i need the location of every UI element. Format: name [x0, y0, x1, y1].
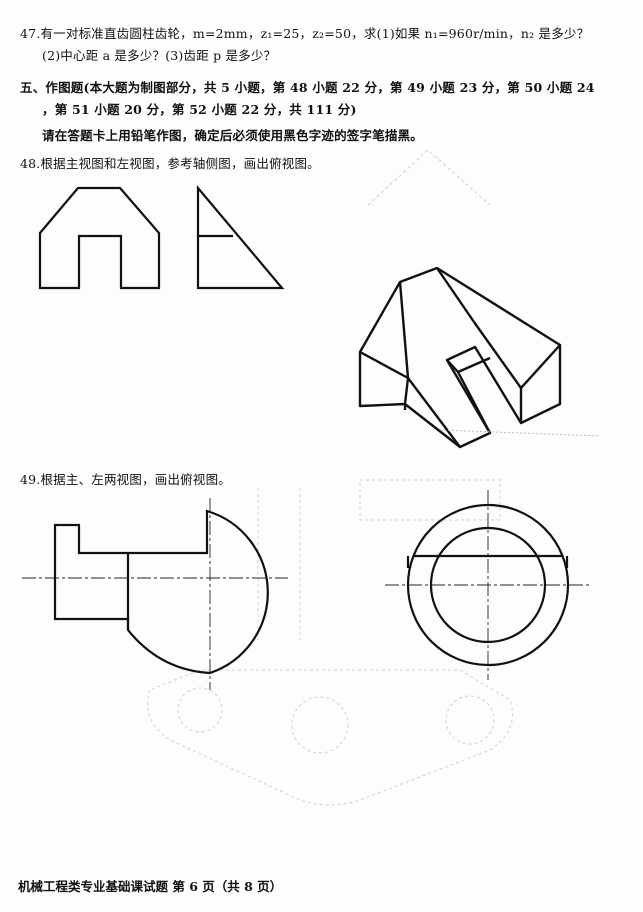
q49-left-centerlines — [385, 490, 590, 680]
q48-axonometric-faint-text — [439, 429, 601, 437]
q48-left-view — [196, 184, 285, 290]
page-footer: 机械工程类专业基础课试题 第 6 页（共 8 页） — [18, 879, 283, 894]
q48-axonometric-view — [358, 266, 562, 449]
section-5-heading-line2: ，第 51 小题 20 分，第 52 小题 22 分，共 111 分) — [42, 102, 357, 117]
q49-front-view — [53, 509, 269, 675]
question-48-prompt: 48.根据主视图和左视图，参考轴侧图，画出俯视图。 — [20, 156, 320, 171]
question-47-line1: 47.有一对标准直齿圆柱齿轮，m=2mm，z₁=25，z₂=50，求(1)如果 … — [20, 26, 590, 41]
section-5-heading-line1: 五、作图题(本大题为制图部分，共 5 小题，第 48 小题 22 分，第 49 … — [20, 80, 595, 95]
section-5-instruction: 请在答题卡上用铅笔作图，确定后必须使用黑色字迹的签字笔描黑。 — [42, 128, 424, 143]
bleed-through-marks — [147, 149, 513, 806]
question-49-prompt: 49.根据主、左两视图，画出俯视图。 — [20, 472, 231, 487]
q48-front-view — [38, 186, 161, 290]
q49-front-centerlines — [22, 498, 288, 690]
question-47-line2: (2)中心距 a 是多少？(3)齿距 p 是多少？ — [42, 48, 277, 63]
